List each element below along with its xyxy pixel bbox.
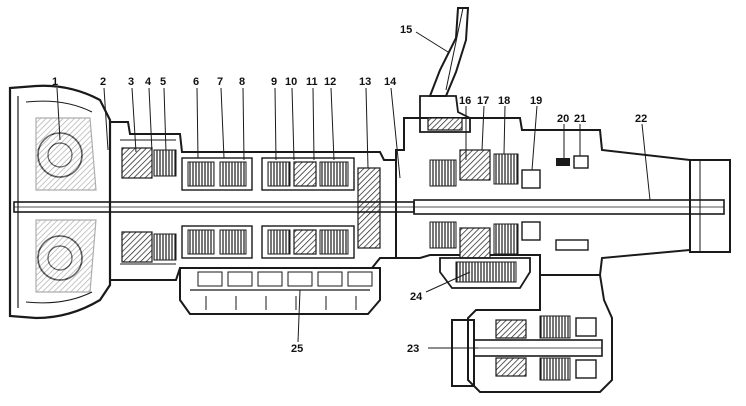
callout-4: 4: [145, 76, 152, 88]
callout-14: 14: [384, 76, 397, 88]
callout-5: 5: [160, 76, 166, 88]
callout-3: 3: [128, 76, 134, 88]
callout-23: 23: [407, 343, 419, 355]
callout-2: 2: [100, 76, 106, 88]
leader-lines: [56, 31, 651, 349]
callout-13: 13: [359, 76, 371, 88]
callout-15: 15: [400, 24, 412, 36]
callout-7: 7: [217, 76, 223, 88]
front-drive-output: [451, 274, 613, 393]
callout-labels: 1 2 3 4 5 6 7 8 9 10 11 12 13 14 15 16 1…: [52, 24, 647, 355]
bell-housing: [8, 84, 112, 320]
callout-24: 24: [410, 291, 423, 303]
callout-10: 10: [285, 76, 297, 88]
callout-21: 21: [574, 113, 586, 125]
callout-6: 6: [193, 76, 199, 88]
callout-12: 12: [324, 76, 336, 88]
transfer-case: [395, 117, 731, 289]
callout-1: 1: [52, 76, 58, 88]
callout-25: 25: [291, 343, 303, 355]
callout-20: 20: [557, 113, 569, 125]
callout-11: 11: [306, 76, 318, 88]
main-shaft: [13, 201, 415, 213]
transmission-case: [109, 121, 397, 281]
callout-18: 18: [498, 95, 510, 107]
callout-16: 16: [459, 95, 471, 107]
shift-lever: [419, 7, 471, 133]
callout-8: 8: [239, 76, 245, 88]
valve-body-oil-pan: [179, 267, 381, 315]
callout-19: 19: [530, 95, 542, 107]
callout-9: 9: [271, 76, 277, 88]
callout-22: 22: [635, 113, 647, 125]
callout-17: 17: [477, 95, 489, 107]
